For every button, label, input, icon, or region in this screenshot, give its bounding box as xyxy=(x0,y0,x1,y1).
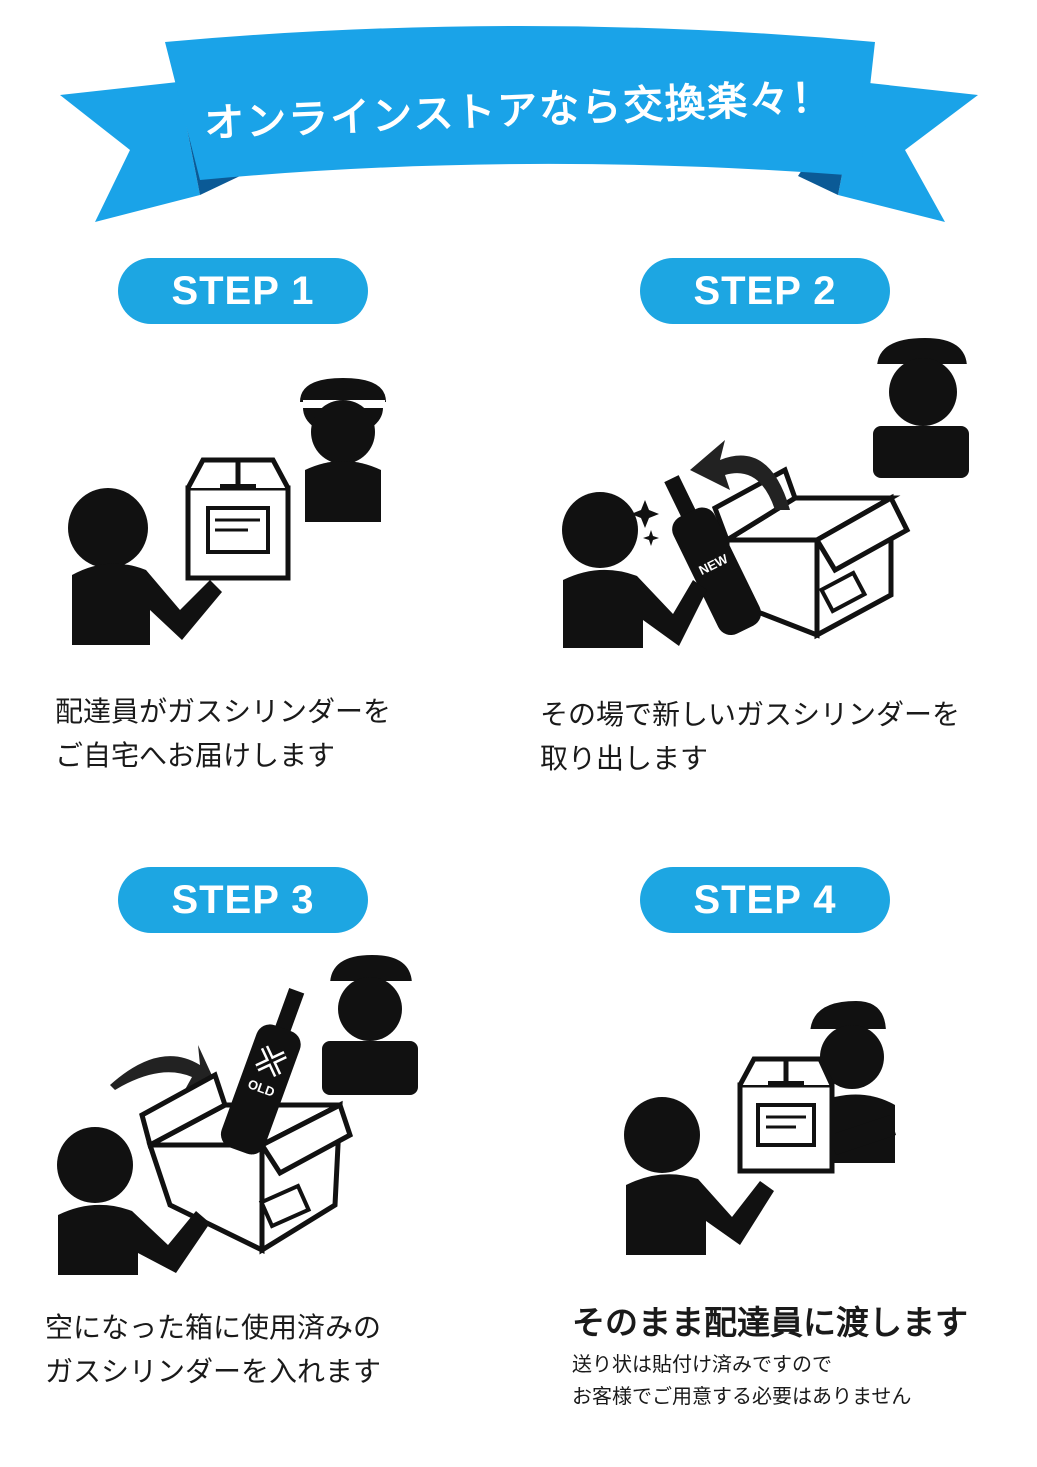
ribbon-banner-icon xyxy=(60,26,978,222)
put-old-cylinder-in-box-icon: OLD xyxy=(57,955,418,1275)
hand-box-to-delivery-person-icon xyxy=(624,1001,896,1255)
step-4-note-line-1: 送り状は貼付け済みですので xyxy=(572,1352,832,1376)
step-3-caption: 空になった箱に使用済みの ガスシリンダーを入れます xyxy=(45,1306,381,1394)
step-1-caption-line-1: 配達員がガスシリンダーを xyxy=(55,695,392,728)
step-2-caption: その場で新しいガスシリンダーを 取り出します xyxy=(540,693,960,781)
step-3-caption-line-2: ガスシリンダーを入れます xyxy=(45,1355,382,1388)
step-1-caption-line-2: ご自宅へお届けします xyxy=(55,739,336,772)
banner: オンラインストアなら交換楽々！ xyxy=(0,0,1037,240)
step-3-caption-line-1: 空になった箱に使用済みの xyxy=(45,1311,382,1344)
step-3-badge: STEP 3 xyxy=(118,867,368,933)
take-new-cylinder-from-box-icon: NEW xyxy=(562,338,971,648)
step-4-note-line-2: お客様でご用意する必要はありません xyxy=(572,1384,912,1408)
step-2-badge: STEP 2 xyxy=(640,258,890,324)
step-4-notes: 送り状は貼付け済みですので お客様でご用意する必要はありません xyxy=(572,1348,911,1412)
delivery-person-handing-box-icon xyxy=(68,378,386,645)
step-1-badge: STEP 1 xyxy=(118,258,368,324)
step-4-badge: STEP 4 xyxy=(640,867,890,933)
step-1-caption: 配達員がガスシリンダーを ご自宅へお届けします xyxy=(55,690,391,778)
step-4-title: そのまま配達員に渡します xyxy=(572,1303,968,1342)
step-2-caption-line-1: その場で新しいガスシリンダーを xyxy=(540,698,961,731)
step-2-caption-line-2: 取り出します xyxy=(540,742,709,775)
